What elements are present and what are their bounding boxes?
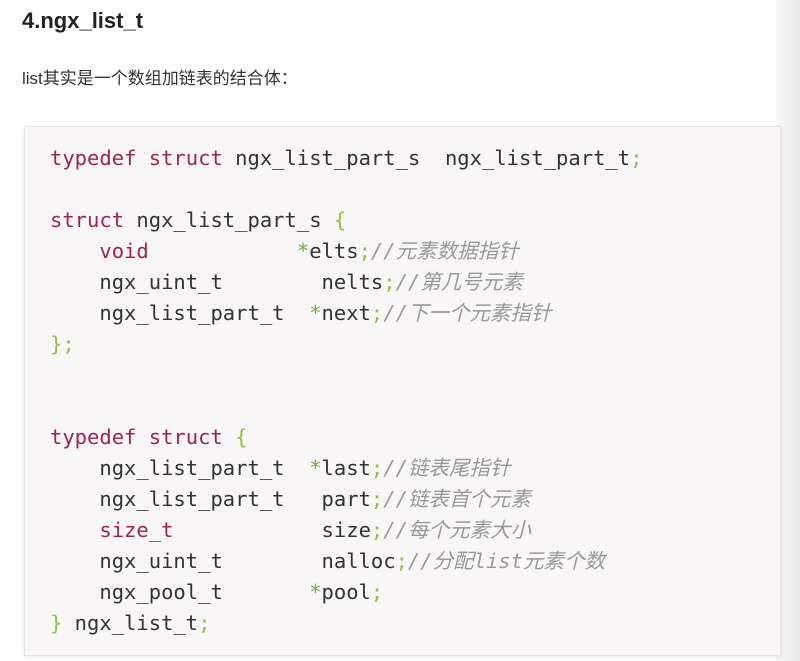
code-punctuation: };	[50, 332, 75, 356]
code-line: ngx_pool_t *pool;	[50, 577, 780, 608]
code-pointer-star: *	[309, 456, 322, 480]
code-pointer-star: *	[296, 239, 310, 263]
code-punctuation: ;	[370, 301, 384, 325]
code-line	[50, 360, 780, 391]
code-line: void *elts;//元素数据指针	[50, 236, 780, 267]
code-punctuation: ;	[370, 456, 384, 480]
intro-paragraph: list其实是一个数组加链表的结合体：	[22, 69, 298, 88]
code-line: ngx_list_part_t *last;//链表尾指针	[50, 453, 780, 484]
code-text	[136, 425, 148, 449]
code-line: typedef struct {	[50, 422, 780, 453]
code-text: next	[321, 301, 371, 325]
code-keyword: typedef	[50, 146, 137, 170]
code-comment: //元素数据指针	[370, 239, 519, 263]
code-comment: //下一个元素指针	[383, 301, 552, 325]
code-line: size_t size;//每个元素大小	[50, 515, 780, 546]
code-text	[136, 146, 148, 170]
code-punctuation: }	[50, 611, 63, 635]
code-block: typedef struct ngx_list_part_s ngx_list_…	[24, 126, 781, 656]
code-comment: //链表尾指针	[383, 456, 511, 480]
code-text: ngx_uint_t nalloc	[50, 549, 396, 573]
code-comment: //分配list元素个数	[407, 549, 605, 573]
code-keyword: typedef	[50, 425, 137, 449]
code-keyword: struct	[148, 146, 223, 170]
code-punctuation: ;	[395, 549, 408, 573]
code-text: ngx_list_part_s	[124, 208, 334, 232]
code-line: ngx_list_part_t part;//链表首个元素	[50, 484, 780, 515]
code-text	[50, 239, 99, 263]
code-line: struct ngx_list_part_s {	[50, 205, 780, 236]
code-text: ngx_list_part_t part	[50, 487, 371, 511]
section-heading: 4.ngx_list_t	[22, 8, 144, 33]
code-keyword: void	[99, 239, 149, 263]
code-punctuation: ;	[630, 146, 643, 170]
code-text	[149, 239, 297, 263]
code-punctuation: ;	[358, 239, 371, 263]
code-punctuation: {	[333, 208, 347, 232]
code-pointer-star: *	[309, 301, 322, 325]
code-text: ngx_list_part_s ngx_list_part_t	[222, 146, 631, 170]
code-line: };	[50, 329, 780, 360]
code-line: ngx_uint_t nelts;//第几号元素	[50, 267, 780, 298]
code-keyword: size_t	[99, 518, 174, 542]
code-text: last	[321, 456, 371, 480]
code-text: ngx_list_t	[62, 611, 199, 635]
code-pointer-star: *	[309, 580, 322, 604]
code-line	[50, 174, 780, 205]
code-keyword: struct	[148, 425, 223, 449]
code-punctuation: {	[235, 425, 248, 449]
code-text: elts	[309, 239, 359, 263]
code-text: pool	[321, 580, 371, 604]
code-text: ngx_uint_t nelts	[50, 270, 384, 294]
code-text: ngx_pool_t	[50, 580, 310, 604]
code-comment: //第几号元素	[395, 270, 523, 294]
code-text: ngx_list_part_t	[50, 301, 310, 325]
code-line: ngx_uint_t nalloc;//分配list元素个数	[50, 546, 780, 577]
code-punctuation: ;	[383, 270, 396, 294]
code-line: typedef struct ngx_list_part_s ngx_list_…	[50, 143, 780, 174]
code-text	[50, 518, 99, 542]
code-text: ngx_list_part_t	[50, 456, 310, 480]
code-line: ngx_list_part_t *next;//下一个元素指针	[50, 298, 780, 329]
code-punctuation: ;	[370, 580, 384, 604]
code-comment: //每个元素大小	[383, 518, 531, 542]
code-keyword: struct	[50, 208, 125, 232]
code-line: } ngx_list_t;	[50, 608, 780, 639]
code-comment: //链表首个元素	[383, 487, 531, 511]
code-text	[223, 425, 235, 449]
code-punctuation: ;	[198, 611, 211, 635]
code-punctuation: ;	[370, 518, 384, 542]
code-punctuation: ;	[370, 487, 384, 511]
code-line	[50, 391, 780, 422]
code-text: size	[173, 518, 371, 542]
